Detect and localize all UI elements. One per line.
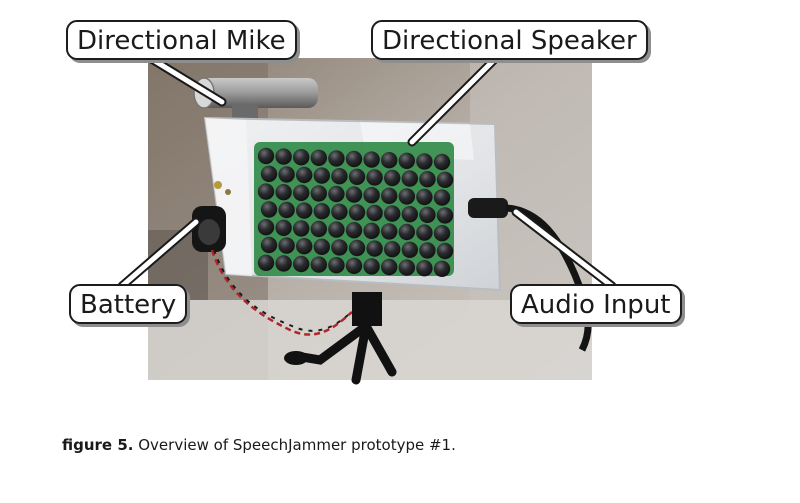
speaker-dome	[363, 222, 380, 239]
speaker-dome	[310, 185, 327, 202]
speaker-dome	[278, 201, 295, 219]
battery-wire	[210, 249, 353, 336]
speaker-dome	[366, 169, 383, 186]
callout-leaders	[117, 53, 617, 291]
speaker-dome	[398, 223, 415, 241]
speaker-dome	[275, 148, 292, 165]
audio-input-jack	[468, 198, 592, 352]
speaker-dome	[436, 207, 454, 224]
speaker-dome	[328, 150, 345, 167]
speaker-dome	[381, 223, 398, 240]
speaker-dome	[278, 166, 295, 183]
speaker-dome	[366, 204, 383, 222]
speaker-dome	[416, 188, 433, 206]
callout-battery: Battery	[69, 284, 188, 324]
speaker-dome	[293, 184, 310, 201]
speaker-dome	[419, 242, 436, 259]
speaker-dome	[381, 258, 398, 276]
figure-caption: figure 5. Overview of SpeechJammer proto…	[62, 436, 456, 454]
speaker-dome	[293, 255, 310, 273]
speaker-dome	[416, 260, 433, 277]
speaker-dome	[310, 220, 327, 238]
caption-text: Overview of SpeechJammer prototype #1.	[138, 436, 456, 454]
speaker-dome	[260, 165, 278, 182]
speaker-dome	[257, 254, 275, 271]
speaker-dome	[293, 220, 310, 237]
figure-photo: Directional Mike Directional Speaker Bat…	[66, 20, 682, 385]
speaker-dome	[433, 260, 451, 277]
speaker-dome	[345, 222, 363, 239]
speaker-dome	[398, 152, 415, 169]
speaker-dome	[293, 149, 310, 166]
tripod-stand	[284, 292, 397, 385]
speaker-dome	[433, 225, 451, 242]
speaker-dome	[398, 259, 415, 276]
speaker-dome	[313, 167, 330, 184]
battery	[192, 206, 226, 252]
speaker-dome	[436, 171, 454, 188]
speaker-dome	[363, 258, 380, 275]
speaker-dome	[275, 219, 292, 236]
speaker-dome	[331, 168, 348, 185]
speaker-dome	[366, 240, 383, 257]
speaker-dome	[401, 170, 418, 187]
speaker-dome	[278, 237, 295, 254]
speaker-dome	[401, 241, 418, 258]
speaker-dome	[310, 149, 327, 166]
speaker-dome	[433, 153, 451, 171]
speaker-dome	[398, 188, 415, 205]
caption-label: figure 5.	[62, 436, 134, 454]
speaker-dome	[331, 239, 348, 256]
speaker-dome	[348, 239, 366, 257]
speaker-dome	[436, 242, 454, 260]
callout-directional-speaker: Directional Speaker	[371, 20, 648, 60]
speaker-dome	[416, 153, 433, 170]
speaker-dome	[345, 257, 363, 274]
speaker-dome	[381, 187, 398, 204]
speaker-dome	[381, 152, 398, 169]
speaker-dome	[348, 168, 366, 185]
speaker-dome	[419, 171, 436, 188]
speaker-dome	[257, 147, 275, 165]
speaker-dome	[433, 189, 451, 206]
speaker-dome	[401, 206, 418, 223]
speaker-dome	[313, 238, 330, 255]
speaker-dome	[384, 241, 401, 258]
speaker-dome	[348, 204, 366, 221]
speaker-domes	[257, 147, 454, 277]
speaker-dome	[260, 236, 278, 254]
speaker-array	[254, 142, 454, 277]
speaker-dome	[416, 224, 433, 241]
speaker-dome	[328, 257, 345, 274]
speaker-dome	[384, 205, 401, 222]
speaker-dome	[310, 256, 327, 273]
speaker-dome	[419, 206, 436, 223]
speaker-dome	[296, 202, 313, 219]
device-photo	[117, 53, 617, 385]
speaker-dome	[296, 166, 313, 184]
speaker-dome	[363, 187, 380, 204]
speaker-dome	[275, 184, 292, 201]
speaker-dome	[296, 238, 313, 255]
speaker-dome	[345, 150, 363, 168]
speaker-dome	[257, 219, 275, 236]
speaker-dome	[331, 203, 348, 220]
speaker-dome	[384, 169, 401, 187]
callout-audio-input: Audio Input	[510, 284, 682, 324]
speaker-dome	[328, 221, 345, 238]
battery-wire-dark	[213, 249, 355, 332]
speaker-dome	[363, 151, 380, 168]
speaker-dome	[275, 255, 292, 272]
speaker-dome	[257, 183, 275, 200]
speaker-dome	[328, 185, 345, 203]
speaker-dome	[260, 201, 278, 218]
speaker-dome	[345, 186, 363, 203]
callout-directional-mike: Directional Mike	[66, 20, 297, 60]
speaker-dome	[313, 203, 330, 220]
